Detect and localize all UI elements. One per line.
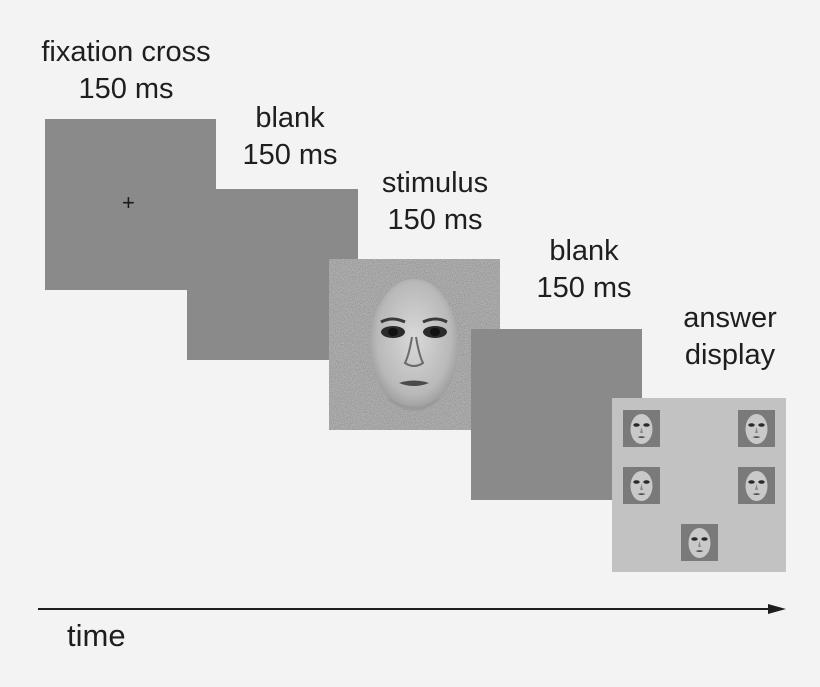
answer-option-middle-right[interactable] xyxy=(738,467,775,504)
fixation-cross-symbol: + xyxy=(122,190,135,215)
answer-option-top-right[interactable] xyxy=(738,410,775,447)
answer-option-middle-left[interactable] xyxy=(623,467,660,504)
face-thumbnail-image xyxy=(623,410,660,447)
answer-option-top-left[interactable] xyxy=(623,410,660,447)
timeline-arrow xyxy=(38,604,786,614)
label-blank-2: blank 150 ms xyxy=(524,233,644,307)
label-fixation-duration: 150 ms xyxy=(78,73,174,105)
label-stimulus-name: stimulus xyxy=(381,167,489,199)
face-thumbnail-image xyxy=(623,467,660,504)
face-thumbnail-image xyxy=(738,410,775,447)
face-thumbnail-image xyxy=(681,524,718,561)
label-fixation-name: fixation cross xyxy=(41,36,211,68)
label-blank-1: blank 150 ms xyxy=(230,100,350,174)
label-answer-display: answer display xyxy=(668,300,792,374)
label-answer-line1: answer xyxy=(683,302,777,334)
label-blank-2-name: blank xyxy=(549,235,619,267)
answer-option-bottom-center[interactable] xyxy=(681,524,718,561)
label-stimulus: stimulus 150 ms xyxy=(370,165,500,239)
label-fixation: fixation cross 150 ms xyxy=(28,34,224,108)
label-blank-1-name: blank xyxy=(255,102,325,134)
label-stimulus-duration: 150 ms xyxy=(387,204,483,236)
label-blank-1-duration: 150 ms xyxy=(242,139,338,171)
answer-display-panel xyxy=(612,398,786,572)
arrow-right-icon xyxy=(768,604,786,614)
label-blank-2-duration: 150 ms xyxy=(536,272,632,304)
time-label: time xyxy=(67,618,126,653)
face-thumbnail-image xyxy=(738,467,775,504)
label-answer-line2: display xyxy=(684,339,776,371)
